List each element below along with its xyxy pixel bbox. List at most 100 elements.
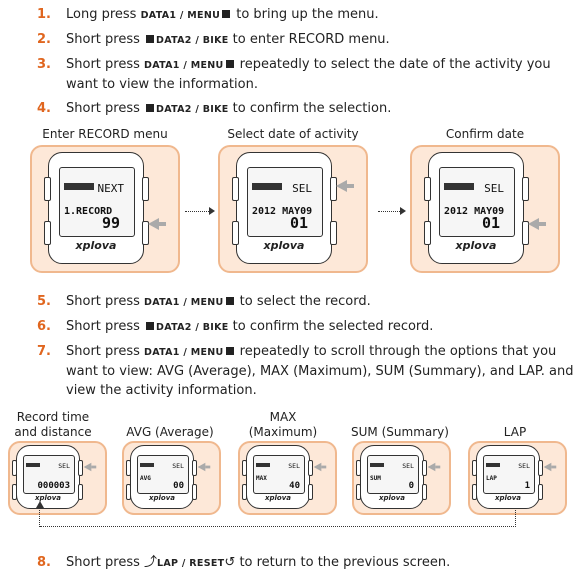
press-arrow-icon <box>336 179 354 192</box>
caption-enter-record: Enter RECORD menu <box>42 127 168 141</box>
step-number: 4. <box>37 101 51 116</box>
screen-mid-label: SUM <box>370 474 381 482</box>
device-side-button <box>522 221 529 246</box>
text-run: Short press <box>66 32 145 47</box>
step-text: Long press DATA1 / MENU to bring up the … <box>66 5 574 25</box>
screen-mid-label: 2012 MAY09 <box>444 205 505 217</box>
screen-value: 000003 <box>37 481 70 492</box>
press-arrow-icon <box>197 462 211 471</box>
screen-top-label: SEL <box>288 462 300 470</box>
device-button-label: DATA1 / MENU <box>140 10 221 21</box>
caption-confirm-date: Confirm date <box>445 127 525 141</box>
xplova-logo: xplova <box>148 494 176 503</box>
instruction-step: 8.Short press ⤴LAP / RESET↺ to return to… <box>0 553 580 572</box>
screen-mid-label: 2012 MAY09 <box>252 205 313 217</box>
step-text: Short press DATA1 / MENU repeatedly to s… <box>66 55 574 94</box>
step-number: 6. <box>37 319 51 334</box>
device-side-button <box>126 484 131 501</box>
step-number: 3. <box>37 57 51 72</box>
text-run: to return to the previous screen. <box>235 555 451 570</box>
device-side-button <box>142 221 149 246</box>
device-side-button <box>356 459 361 476</box>
device-side-button <box>422 459 427 476</box>
press-arrow-icon <box>427 462 441 471</box>
button-square-icon <box>146 104 155 112</box>
text-run: Short press <box>66 294 145 309</box>
button-square-icon <box>225 347 234 355</box>
device-side-button <box>78 459 83 476</box>
connector-1 <box>185 211 211 212</box>
caption-sum: SUM (Summary) <box>351 425 449 439</box>
device-side-button <box>192 484 197 501</box>
device-button-label: DATA2 / BIKE <box>156 104 229 115</box>
reset-icon: ↺ <box>224 555 236 570</box>
caption-select-date: Select date of activity <box>227 127 359 141</box>
device-side-button <box>44 177 51 202</box>
step-text: Short press DATA1 / MENU repeatedly to s… <box>66 342 574 400</box>
lap-icon: ⤴ <box>144 555 158 570</box>
status-icons <box>26 463 40 467</box>
button-square-icon <box>225 297 234 305</box>
step-number: 5. <box>37 294 51 309</box>
device-side-button <box>538 484 543 501</box>
instruction-step: 4.Short press DATA2 / BIKE to confirm th… <box>0 99 580 118</box>
connector-2 <box>378 211 402 212</box>
device-side-button <box>472 459 477 476</box>
screen-mid-label: LAP <box>486 474 497 482</box>
text-run: repeatedly to select the date of the act… <box>66 57 551 92</box>
device-side-button <box>242 459 247 476</box>
return-loop-left <box>39 507 40 527</box>
xplova-logo: xplova <box>378 494 406 503</box>
device-button-label: DATA2 / BIKE <box>156 35 229 46</box>
xplova-logo: xplova <box>75 239 117 253</box>
xplova-logo: xplova <box>263 239 305 253</box>
screen-value: 99 <box>101 214 120 233</box>
status-icons <box>370 463 384 467</box>
instruction-step: 7.Short press DATA1 / MENU repeatedly to… <box>0 342 580 402</box>
step-text: Short press DATA2 / BIKE to confirm the … <box>66 317 574 337</box>
screen-value: 40 <box>289 481 300 492</box>
button-square-icon <box>222 10 231 18</box>
device-side-button <box>422 484 427 501</box>
device-side-button <box>308 459 313 476</box>
status-icons <box>444 183 474 190</box>
status-icons <box>256 463 270 467</box>
device-side-button <box>472 484 477 501</box>
text-run: repeatedly to scroll through the options… <box>66 344 574 398</box>
screen-value: 01 <box>481 214 500 233</box>
screen-top-label: SEL <box>58 462 70 470</box>
instruction-step: 3. Short press DATA1 / MENU repeatedly to… <box>0 55 580 95</box>
device-button-label: LAP / RESET <box>157 558 225 569</box>
xplova-logo: xplova <box>264 494 292 503</box>
device-side-button <box>126 459 131 476</box>
text-run: Short press <box>66 344 145 359</box>
device-button-label: DATA2 / BIKE <box>156 322 229 333</box>
press-arrow-icon <box>528 218 546 230</box>
status-icons <box>252 183 282 190</box>
device-side-button <box>12 459 17 476</box>
screen-value: 01 <box>289 214 308 233</box>
text-run: Short press <box>66 319 145 334</box>
screen-top-label: SEL <box>172 462 184 470</box>
device-side-button <box>232 177 239 202</box>
text-run: to bring up the menu. <box>232 7 379 22</box>
return-loop-line <box>40 508 516 527</box>
button-square-icon <box>225 60 234 68</box>
text-run: to enter RECORD menu. <box>228 32 390 47</box>
instruction-step: 2.Short press DATA2 / BIKE to enter RECO… <box>0 30 580 49</box>
device-side-button <box>12 484 17 501</box>
screen-value: 0 <box>408 481 414 492</box>
screen-top-label: SEL <box>518 462 530 470</box>
step-number: 8. <box>37 555 51 570</box>
status-icons <box>486 463 500 467</box>
device-side-button <box>356 484 361 501</box>
